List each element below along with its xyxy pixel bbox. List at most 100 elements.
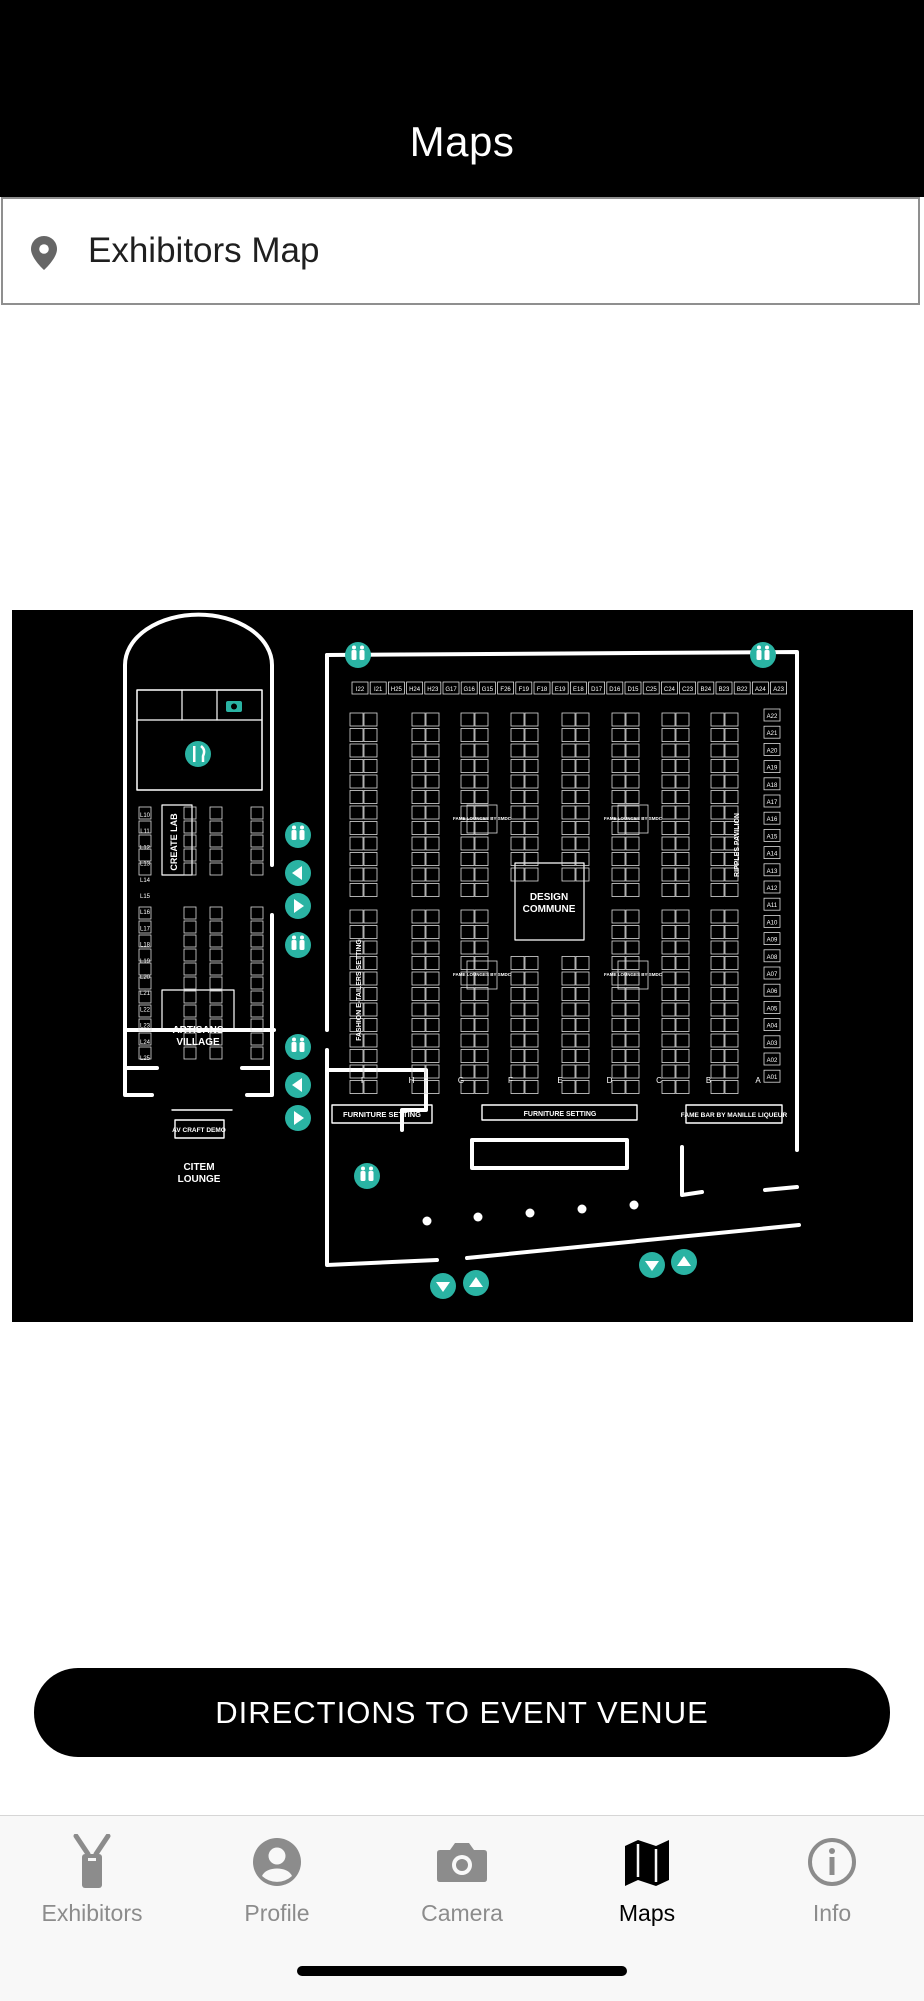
booth[interactable]: [661, 1002, 676, 1017]
booth[interactable]: [625, 821, 640, 835]
booth[interactable]: [138, 934, 152, 948]
booth[interactable]: [763, 932, 781, 946]
booth[interactable]: [510, 1049, 525, 1063]
booth[interactable]: [724, 836, 739, 851]
booth[interactable]: [661, 805, 676, 820]
booth[interactable]: [675, 790, 690, 804]
booth[interactable]: [675, 821, 690, 835]
booth[interactable]: [675, 836, 690, 851]
booth[interactable]: [710, 852, 725, 866]
booth[interactable]: [411, 971, 426, 986]
booth[interactable]: [510, 821, 525, 835]
booth[interactable]: [524, 728, 539, 742]
booth[interactable]: [763, 794, 781, 808]
booth[interactable]: [675, 728, 690, 742]
booth[interactable]: [724, 909, 739, 924]
booth[interactable]: [561, 1080, 576, 1094]
booth[interactable]: [138, 1018, 152, 1032]
booth[interactable]: [724, 728, 739, 742]
booth[interactable]: [575, 956, 590, 970]
booth[interactable]: [411, 987, 426, 1001]
booth[interactable]: [675, 1018, 690, 1032]
booth[interactable]: [661, 1080, 676, 1094]
booth[interactable]: [209, 806, 223, 820]
arrow-right-icon[interactable]: [285, 1105, 311, 1131]
booth[interactable]: [675, 1002, 690, 1017]
booth[interactable]: [510, 971, 525, 986]
booth[interactable]: [363, 1002, 378, 1017]
booth[interactable]: [250, 848, 264, 862]
booth[interactable]: [250, 1032, 264, 1046]
booth[interactable]: [625, 1002, 640, 1017]
booth[interactable]: [474, 1080, 489, 1094]
booth[interactable]: [138, 1046, 152, 1060]
booth[interactable]: [625, 1064, 640, 1079]
booth[interactable]: [661, 987, 676, 1001]
booth[interactable]: [575, 712, 590, 727]
booth[interactable]: [425, 1033, 440, 1048]
booth[interactable]: [250, 976, 264, 990]
booth[interactable]: [524, 743, 539, 758]
booth[interactable]: [510, 805, 525, 820]
booth[interactable]: [349, 987, 364, 1001]
booth[interactable]: [425, 1080, 440, 1094]
booth[interactable]: [770, 681, 787, 695]
booth[interactable]: [675, 774, 690, 789]
booth[interactable]: [611, 1002, 626, 1017]
booth[interactable]: [611, 1018, 626, 1032]
booth[interactable]: [575, 1018, 590, 1032]
booth[interactable]: [183, 920, 197, 934]
booth[interactable]: [710, 774, 725, 789]
booth[interactable]: [675, 909, 690, 924]
booth[interactable]: [411, 1002, 426, 1017]
booth[interactable]: [710, 925, 725, 939]
booth[interactable]: [724, 956, 739, 970]
booth[interactable]: [724, 821, 739, 835]
booth[interactable]: [724, 987, 739, 1001]
arrow-up-icon[interactable]: [463, 1270, 489, 1296]
booth[interactable]: [524, 987, 539, 1001]
booth[interactable]: [411, 790, 426, 804]
booth[interactable]: [763, 742, 781, 756]
booth[interactable]: [474, 1018, 489, 1032]
booth[interactable]: [510, 956, 525, 970]
booth[interactable]: [763, 811, 781, 825]
booth[interactable]: [349, 790, 364, 804]
booth[interactable]: [661, 774, 676, 789]
booth[interactable]: [675, 1080, 690, 1094]
arrow-left-icon[interactable]: [285, 860, 311, 886]
booth[interactable]: [250, 934, 264, 948]
booth[interactable]: [474, 971, 489, 986]
booth[interactable]: [363, 925, 378, 939]
booth[interactable]: [710, 790, 725, 804]
booth[interactable]: [349, 867, 364, 882]
booth[interactable]: [561, 759, 576, 773]
booth[interactable]: [474, 883, 489, 897]
booth[interactable]: [575, 743, 590, 758]
booth[interactable]: [363, 940, 378, 955]
booth[interactable]: [183, 976, 197, 990]
booth[interactable]: [575, 852, 590, 866]
booth[interactable]: [411, 867, 426, 882]
booth[interactable]: [661, 1064, 676, 1079]
restroom-icon[interactable]: [345, 642, 371, 668]
booth[interactable]: [561, 1033, 576, 1048]
booth[interactable]: [363, 712, 378, 727]
booth[interactable]: [675, 712, 690, 727]
booth[interactable]: [474, 759, 489, 773]
tab-info[interactable]: Info: [740, 1816, 924, 1946]
booth[interactable]: [524, 712, 539, 727]
booth[interactable]: [183, 820, 197, 834]
booth[interactable]: [661, 743, 676, 758]
booth[interactable]: [183, 962, 197, 976]
booth[interactable]: [474, 790, 489, 804]
fame-lounge-booth[interactable]: [617, 960, 649, 990]
booth[interactable]: [411, 909, 426, 924]
booth[interactable]: [575, 728, 590, 742]
booth[interactable]: [425, 821, 440, 835]
booth[interactable]: [524, 1018, 539, 1032]
booth[interactable]: [460, 867, 475, 882]
booth[interactable]: [460, 1033, 475, 1048]
booth[interactable]: [425, 728, 440, 742]
booth[interactable]: [763, 863, 781, 877]
